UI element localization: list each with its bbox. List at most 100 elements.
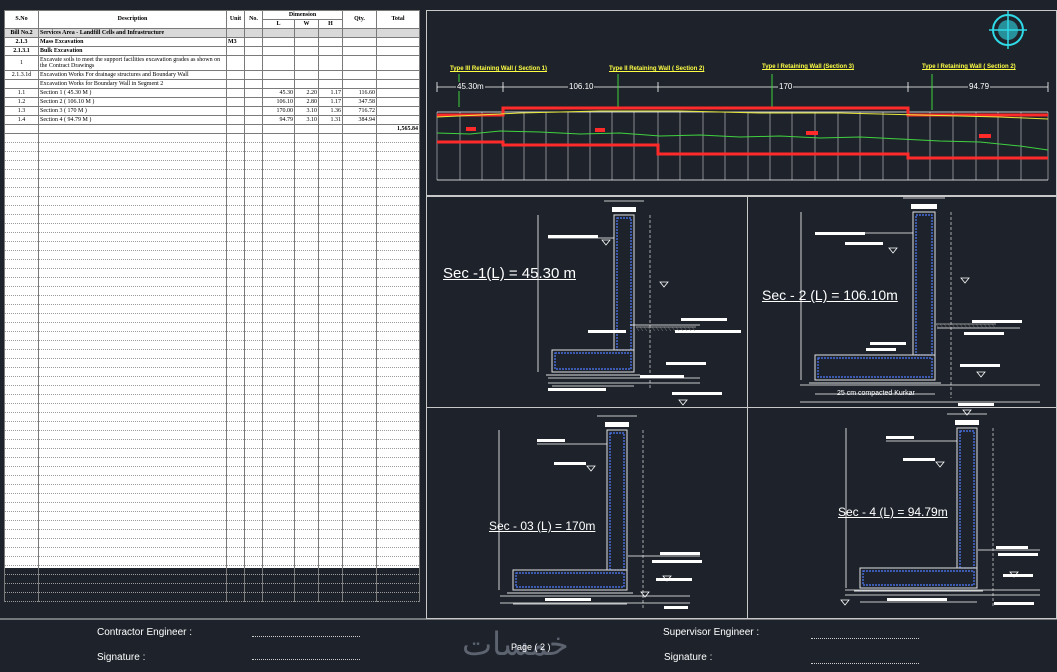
- annotation-bar: [815, 232, 865, 235]
- level-marker-icon: [935, 461, 945, 468]
- table-row: [4, 187, 421, 197]
- level-marker-icon: [640, 591, 650, 598]
- ground-hatch: [655, 326, 660, 332]
- profile-dim-2: 106.10: [568, 82, 595, 91]
- annotation-bar: [681, 318, 727, 321]
- annotation-bar: [548, 235, 598, 238]
- footing-rebar: [554, 352, 632, 370]
- ground-hatch: [675, 326, 680, 332]
- annotation-bar: [866, 348, 896, 351]
- ground-hatch: [991, 323, 996, 329]
- level-marker-icon: [678, 399, 688, 406]
- level-marker-icon: [662, 575, 672, 582]
- annotation-bar: [675, 330, 741, 333]
- annotation-bar: [548, 388, 606, 391]
- empty-cell: [376, 592, 421, 602]
- top-cap: [612, 207, 636, 212]
- profile-dim-1: 45.30m: [456, 82, 485, 91]
- section2-drawing: [800, 197, 1040, 416]
- ground-hatch: [691, 326, 696, 332]
- profile-dim-4: 94.79: [968, 82, 991, 91]
- section1-drawing: [537, 200, 741, 406]
- profile-dimension-line: [436, 82, 1049, 92]
- footing-rebar: [515, 572, 625, 588]
- contractor-engineer-label: Contractor Engineer :: [97, 627, 193, 638]
- level-marker-icon: [586, 465, 596, 472]
- ground-hatch: [955, 323, 960, 329]
- watermark-logo: خمسات: [462, 625, 569, 663]
- annotation-bar: [964, 332, 1004, 335]
- supervisor-dots: [811, 638, 919, 639]
- ground-hatch: [639, 326, 644, 332]
- stem-rebar: [959, 430, 975, 569]
- ground-hatch: [935, 323, 940, 329]
- ground-hatch: [943, 323, 948, 329]
- stem-rebar: [915, 214, 933, 356]
- annotation-bar: [656, 578, 692, 581]
- type-label-1: Type III Retaining Wall ( Section 1): [450, 66, 548, 72]
- annotation-bar: [554, 462, 586, 465]
- annotation-bar: [672, 392, 722, 395]
- level-marker-icon: [601, 239, 611, 246]
- wall-footing: [814, 354, 936, 381]
- section3-drawing: [498, 415, 702, 609]
- section3-label: Sec - 03 (L) = 170m: [489, 519, 596, 533]
- ground-hatch: [651, 326, 656, 332]
- annotation-bar: [870, 342, 906, 345]
- annotation-bar: [845, 242, 883, 245]
- ground-hatch: [951, 323, 956, 329]
- ground-hatch: [679, 326, 684, 332]
- ground-hatch: [947, 323, 952, 329]
- level-marker-icon: [888, 247, 898, 254]
- table-row: [4, 592, 421, 602]
- supervisor-engineer-label: Supervisor Engineer :: [663, 627, 760, 638]
- profile-markers: [466, 127, 991, 138]
- ground-hatch: [647, 326, 652, 332]
- type-arrows: [458, 74, 933, 110]
- footing-rebar: [862, 570, 975, 586]
- kurkar-label: 25 cm compacted Kurkar: [837, 390, 915, 397]
- annotation-bar: [588, 330, 626, 333]
- ground-hatch: [975, 323, 980, 329]
- section1-label: Sec -1(L) = 45.30 m: [443, 265, 576, 282]
- ground-hatch: [643, 326, 648, 332]
- type-label-2: Type II Retaining Wall ( Section 2): [609, 66, 705, 72]
- annotation-bar: [972, 320, 1022, 323]
- table-row: [4, 268, 421, 278]
- level-marker-icon: [659, 281, 669, 288]
- boq-sheet: S.No Description Unit No. Dimension Qty.…: [4, 10, 421, 602]
- empty-cell: [317, 592, 344, 602]
- top-cap: [955, 420, 979, 425]
- table-row: [4, 358, 421, 368]
- ground-line-green: [436, 130, 1049, 151]
- annotation-bar: [994, 602, 1034, 605]
- level-marker-icon: [840, 599, 850, 606]
- grade-line-yellow: [436, 110, 1049, 120]
- ground-hatch: [959, 323, 964, 329]
- level-marker-icon: [960, 277, 970, 284]
- top-cap: [911, 204, 937, 209]
- type-label-4: Type I Retaining Wall ( Section 2): [922, 64, 1016, 70]
- ground-hatch: [663, 326, 668, 332]
- annotation-bar: [537, 439, 565, 442]
- annotation-bar: [960, 364, 1000, 367]
- profile-frame: [437, 111, 1048, 181]
- section4-label: Sec - 4 (L) = 94.79m: [838, 505, 948, 519]
- footing-rebar: [817, 357, 933, 378]
- annotation-bar: [664, 606, 688, 609]
- stem-rebar: [609, 432, 625, 571]
- ground-hatch: [979, 323, 984, 329]
- wall-footing: [859, 567, 978, 589]
- annotation-bar: [1003, 574, 1033, 577]
- boq-table: S.No Description Unit No. Dimension Qty.…: [4, 10, 421, 602]
- annotation-bar: [887, 598, 947, 601]
- compass-logo-icon: [989, 11, 1027, 49]
- page-number: Page ( 2 ): [511, 642, 551, 652]
- ground-hatch: [683, 326, 688, 332]
- level-marker-icon: [962, 409, 972, 416]
- level-marker-icon: [1009, 571, 1019, 578]
